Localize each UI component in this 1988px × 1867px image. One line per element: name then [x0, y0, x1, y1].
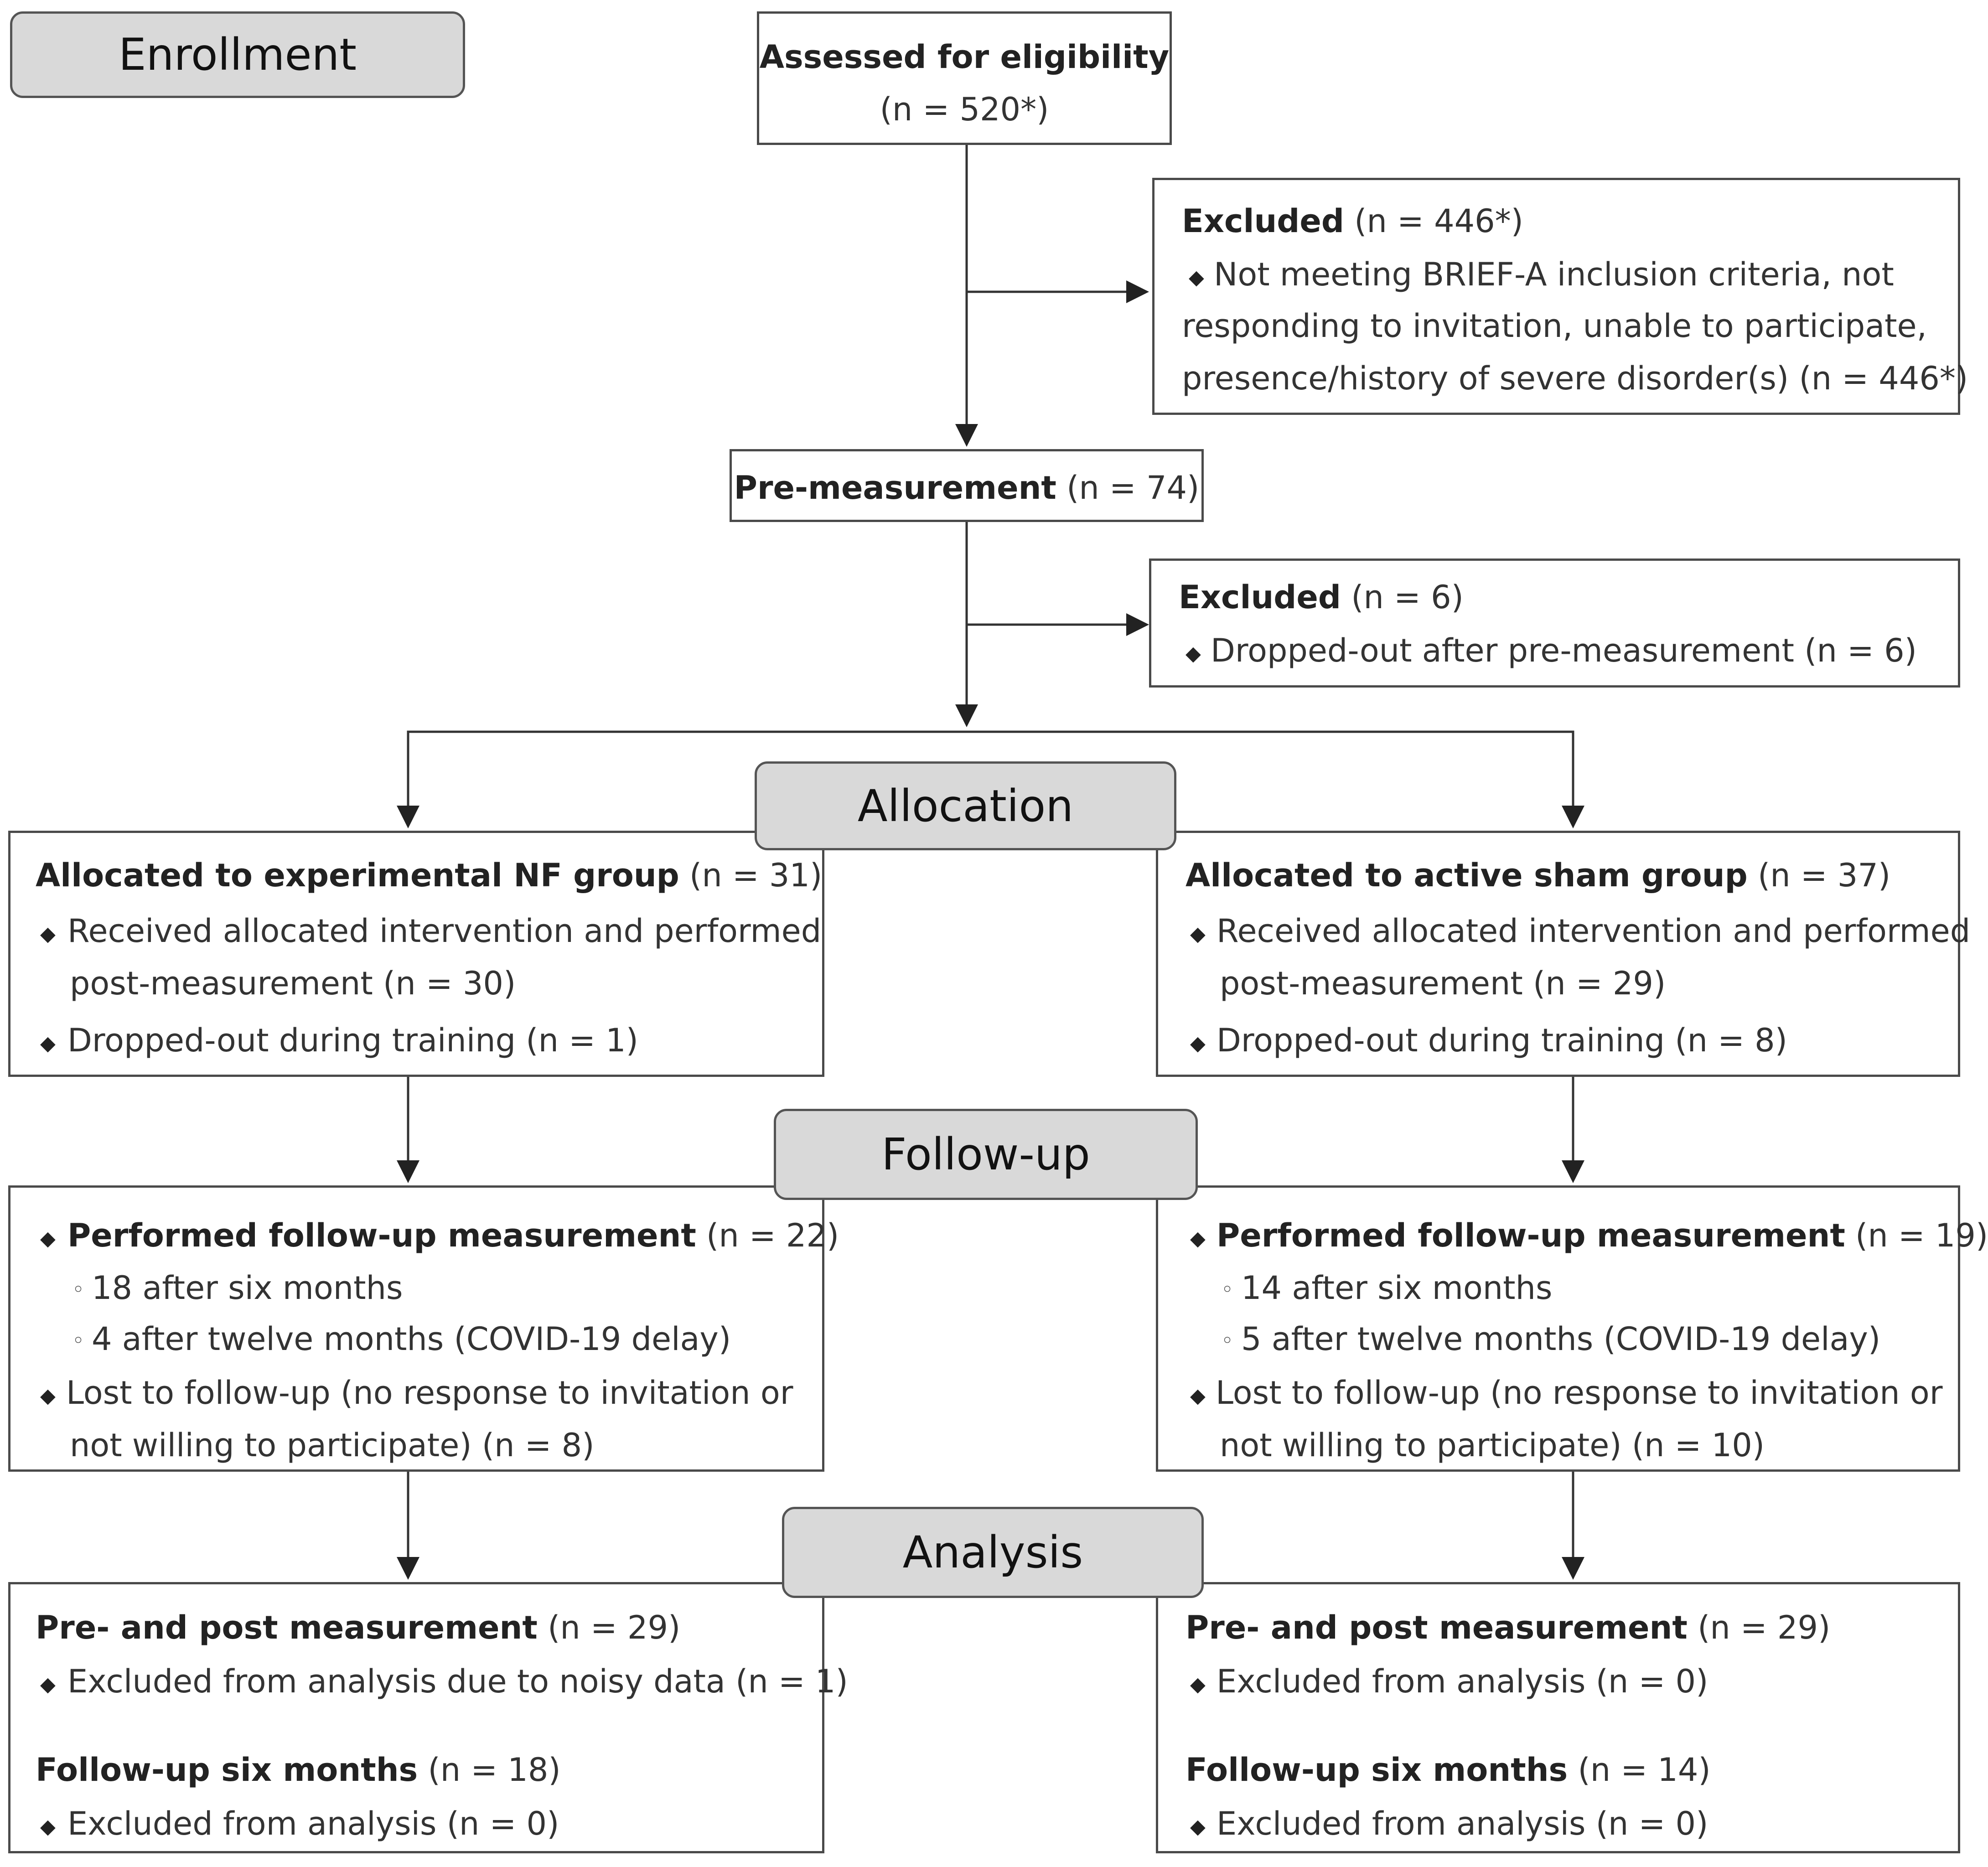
bullet-icon: ◆	[1190, 1384, 1206, 1407]
alloc-left-dropped: Dropped-out during training (n = 1)	[67, 1022, 638, 1059]
stage-followup: Follow-up	[774, 1109, 1198, 1200]
analysis-right-count1: (n = 29)	[1687, 1609, 1831, 1646]
alloc-left-count: (n = 31)	[679, 857, 823, 894]
bullet-icon: ◆	[1186, 642, 1201, 665]
analysis-left-excluded2: Excluded from analysis (n = 0)	[67, 1805, 559, 1842]
follow-right-count: (n = 19)	[1845, 1217, 1988, 1254]
alloc-right-heading: Allocated to active sham group (n = 37)	[1186, 859, 1890, 891]
follow-right-heading: Performed follow-up measurement (n = 19)	[1217, 1220, 1988, 1252]
pre-heading: Pre-measurement (n = 74)	[732, 472, 1201, 504]
follow-left-six-months: 18 after six months	[92, 1269, 403, 1307]
alloc-left-received-line2: post-measurement (n = 30)	[70, 965, 516, 1002]
sub-bullet-icon: ◦	[72, 1328, 85, 1353]
follow-right-title: Performed follow-up measurement	[1217, 1217, 1845, 1254]
excluded1-count: (n = 446*)	[1344, 202, 1523, 240]
alloc-right-count: (n = 37)	[1747, 857, 1891, 894]
analysis-right-heading2: Follow-up six months (n = 14)	[1186, 1754, 1711, 1786]
analysis-right-title2: Follow-up six months	[1186, 1751, 1568, 1789]
bullet-icon: ◆	[40, 922, 56, 946]
excluded2-title: Excluded	[1179, 579, 1341, 616]
sub-bullet-icon: ◦	[1221, 1328, 1234, 1353]
analysis-left-heading2: Follow-up six months (n = 18)	[36, 1754, 561, 1786]
stage-enrollment: Enrollment	[10, 11, 465, 98]
bullet-icon: ◆	[40, 1673, 56, 1696]
bullet-icon: ◆	[40, 1815, 56, 1838]
sub-bullet-icon: ◦	[72, 1277, 85, 1302]
follow-right-lost-line1: Lost to follow-up (no response to invita…	[1216, 1374, 1943, 1412]
follow-left-count: (n = 22)	[696, 1217, 839, 1254]
excluded1-reason-line3: presence/history of severe disorder(s) (…	[1182, 360, 1968, 397]
box-followup-nf-group: ◆ Performed follow-up measurement (n = 2…	[8, 1185, 839, 1472]
analysis-left-title1: Pre- and post measurement	[36, 1609, 538, 1646]
stage-allocation: Allocation	[755, 761, 1176, 850]
bullet-icon: ◆	[1190, 1815, 1206, 1838]
box-assessed-eligibility: Assessed for eligibility (n = 520*)	[757, 11, 1172, 145]
analysis-left-title2: Follow-up six months	[36, 1751, 418, 1789]
box-excluded-dropout: Excluded (n = 6) ◆ Dropped-out after pre…	[1149, 559, 1960, 688]
bullet-icon: ◆	[1189, 266, 1204, 289]
follow-left-lost-line1: Lost to follow-up (no response to invita…	[66, 1374, 793, 1412]
stage-allocation-label: Allocation	[857, 780, 1074, 832]
alloc-left-title: Allocated to experimental NF group	[36, 857, 679, 894]
stage-followup-label: Follow-up	[881, 1129, 1090, 1180]
bullet-icon: ◆	[40, 1384, 56, 1407]
analysis-right-heading1: Pre- and post measurement (n = 29)	[1186, 1612, 1830, 1644]
analysis-left-heading1: Pre- and post measurement (n = 29)	[36, 1612, 680, 1644]
stage-analysis-label: Analysis	[902, 1527, 1083, 1578]
bullet-icon: ◆	[1190, 1227, 1206, 1250]
excluded2-reason: Dropped-out after pre-measurement (n = 6…	[1211, 632, 1917, 669]
excluded2-count: (n = 6)	[1341, 579, 1464, 616]
stage-analysis: Analysis	[782, 1507, 1204, 1598]
bullet-icon: ◆	[40, 1032, 56, 1055]
box-analysis-sham-group: Pre- and post measurement (n = 29) ◆ Exc…	[1156, 1582, 1960, 1853]
analysis-left-excluded1: Excluded from analysis due to noisy data…	[67, 1663, 848, 1700]
bullet-icon: ◆	[40, 1227, 56, 1250]
alloc-left-received-line1: Received allocated intervention and perf…	[67, 912, 822, 950]
excluded1-reason-line2: responding to invitation, unable to part…	[1182, 307, 1927, 345]
alloc-left-heading: Allocated to experimental NF group (n = …	[36, 859, 822, 891]
follow-left-twelve-months: 4 after twelve months (COVID-19 delay)	[92, 1320, 731, 1358]
follow-left-title: Performed follow-up measurement	[67, 1217, 696, 1254]
follow-right-six-months: 14 after six months	[1241, 1269, 1553, 1307]
excluded2-heading: Excluded (n = 6)	[1179, 581, 1464, 613]
bullet-icon: ◆	[1190, 1673, 1206, 1696]
box-allocated-nf-group: Allocated to experimental NF group (n = …	[8, 831, 824, 1077]
pre-title: Pre-measurement	[734, 469, 1056, 507]
stage-enrollment-label: Enrollment	[119, 29, 357, 80]
pre-count: (n = 74)	[1056, 469, 1200, 507]
box-analysis-nf-group: Pre- and post measurement (n = 29) ◆ Exc…	[8, 1582, 848, 1853]
box-pre-measurement: Pre-measurement (n = 74)	[730, 449, 1204, 522]
sub-bullet-icon: ◦	[1221, 1277, 1234, 1302]
analysis-left-count2: (n = 18)	[418, 1751, 561, 1789]
bullet-icon: ◆	[1190, 922, 1206, 946]
analysis-right-title1: Pre- and post measurement	[1186, 1609, 1688, 1646]
excluded1-title: Excluded	[1182, 202, 1344, 240]
box-excluded-eligibility: Excluded (n = 446*) ◆ Not meeting BRIEF-…	[1152, 178, 1968, 415]
assessed-title: Assessed for eligibility	[759, 38, 1170, 76]
analysis-right-excluded1: Excluded from analysis (n = 0)	[1217, 1663, 1708, 1700]
alloc-right-received-line2: post-measurement (n = 29)	[1220, 965, 1666, 1002]
box-allocated-sham-group: Allocated to active sham group (n = 37) …	[1156, 831, 1970, 1077]
analysis-right-count2: (n = 14)	[1568, 1751, 1711, 1789]
alloc-right-title: Allocated to active sham group	[1186, 857, 1748, 894]
follow-left-heading: Performed follow-up measurement (n = 22)	[67, 1220, 839, 1252]
follow-left-lost-line2: not willing to participate) (n = 8)	[70, 1427, 595, 1464]
follow-right-lost-line2: not willing to participate) (n = 10)	[1220, 1427, 1765, 1464]
follow-right-twelve-months: 5 after twelve months (COVID-19 delay)	[1241, 1320, 1881, 1358]
analysis-right-excluded2: Excluded from analysis (n = 0)	[1217, 1805, 1708, 1842]
analysis-left-count1: (n = 29)	[537, 1609, 681, 1646]
assessed-count: (n = 520*)	[880, 91, 1049, 128]
box-followup-sham-group: ◆ Performed follow-up measurement (n = 1…	[1156, 1185, 1988, 1472]
alloc-right-dropped: Dropped-out during training (n = 8)	[1217, 1022, 1787, 1059]
alloc-right-received-line1: Received allocated intervention and perf…	[1217, 912, 1971, 950]
bullet-icon: ◆	[1190, 1032, 1206, 1055]
excluded1-reason-line1: Not meeting BRIEF-A inclusion criteria, …	[1214, 256, 1894, 293]
excluded1-heading: Excluded (n = 446*)	[1182, 205, 1523, 237]
